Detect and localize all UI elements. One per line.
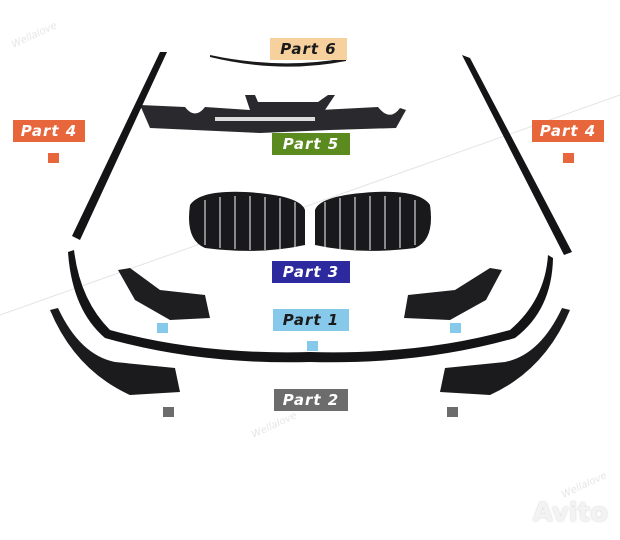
left-bracket bbox=[118, 268, 210, 320]
part1-label: Part 1 bbox=[273, 309, 349, 331]
part3-label: Part 3 bbox=[272, 261, 350, 283]
part2-marker bbox=[163, 407, 174, 417]
part6-label: Part 6 bbox=[270, 38, 347, 60]
part1-marker bbox=[157, 323, 168, 333]
part6-spoiler bbox=[210, 55, 346, 67]
right-bracket bbox=[404, 268, 502, 320]
part4-left-skirt bbox=[72, 52, 167, 240]
avito-watermark: Avito bbox=[532, 498, 608, 528]
part5-diffuser bbox=[140, 95, 406, 133]
part4-right-label: Part 4 bbox=[532, 120, 604, 142]
part2-marker bbox=[447, 407, 458, 417]
part2-right-splitter bbox=[440, 308, 570, 395]
part2-left-splitter bbox=[50, 308, 180, 395]
part1-marker bbox=[450, 323, 461, 333]
part4-marker bbox=[563, 153, 574, 163]
decor-line bbox=[0, 94, 620, 316]
part4-marker bbox=[48, 153, 59, 163]
part4-left-label: Part 4 bbox=[13, 120, 85, 142]
part4-right-skirt bbox=[462, 55, 572, 255]
part2-label: Part 2 bbox=[274, 389, 348, 411]
part3-grille bbox=[189, 191, 431, 251]
part1-marker bbox=[307, 341, 318, 351]
part5-label: Part 5 bbox=[272, 133, 350, 155]
